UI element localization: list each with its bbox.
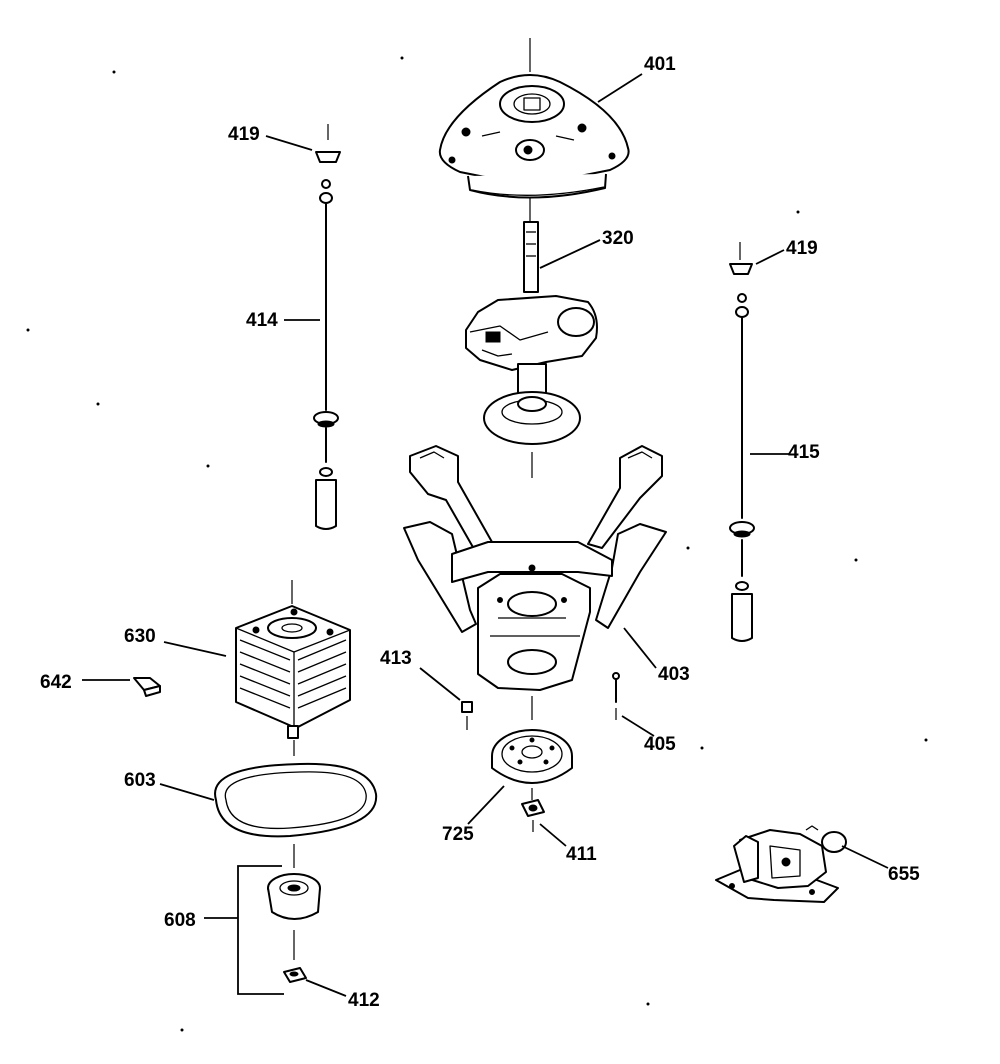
- part-401-cover: [438, 38, 630, 222]
- part-320-transmission: [465, 221, 598, 478]
- callout-725: 725: [442, 824, 474, 845]
- callout-655: 655: [888, 864, 920, 885]
- callout-415: 415: [788, 442, 820, 463]
- part-403-base: [403, 445, 667, 691]
- part-725-drive-pulley: [491, 696, 573, 800]
- leader-lines: [82, 73, 889, 997]
- callout-608: 608: [164, 910, 196, 931]
- part-608-pulley: [237, 865, 321, 995]
- part-411-nut: [521, 799, 545, 832]
- part-642-clip: [133, 677, 161, 697]
- part-419-left-cap: [315, 124, 341, 163]
- callout-413: 413: [380, 648, 412, 669]
- callout-403: 403: [658, 664, 690, 685]
- callout-412: 412: [348, 990, 380, 1011]
- callout-401: 401: [644, 54, 676, 75]
- callout-642: 642: [40, 672, 72, 693]
- callout-419-left: 419: [228, 124, 260, 145]
- part-630-motor: [235, 580, 351, 739]
- part-413-screw: [461, 701, 473, 730]
- callout-405: 405: [644, 734, 676, 755]
- callout-419-right: 419: [786, 238, 818, 259]
- callout-603: 603: [124, 770, 156, 791]
- part-405-bolt: [612, 672, 620, 720]
- callout-414: 414: [246, 310, 278, 331]
- part-414-rod: [313, 179, 339, 530]
- part-412-nut: [283, 967, 307, 983]
- callout-320: 320: [602, 228, 634, 249]
- part-415-rod: [729, 293, 755, 642]
- part-419-right-cap: [729, 242, 753, 275]
- callout-411: 411: [566, 844, 597, 865]
- part-655-pump: [715, 825, 847, 903]
- callout-labels: 401 419 419 320 414 415 630 642 413 403 …: [40, 54, 920, 1011]
- part-603-belt: [214, 740, 378, 868]
- callout-630: 630: [124, 626, 156, 647]
- scan-specks: [26, 56, 928, 1032]
